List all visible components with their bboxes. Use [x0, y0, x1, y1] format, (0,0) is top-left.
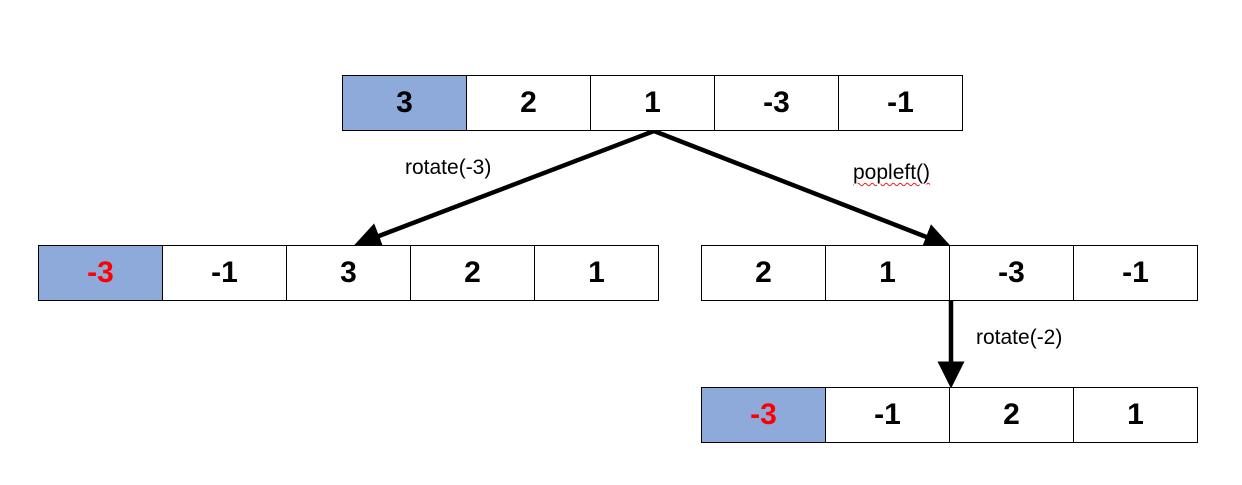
- arrow-rotate-3: [353, 128, 655, 249]
- label-rotate-3: rotate(-3): [405, 156, 492, 179]
- deque-cell: -3: [38, 245, 163, 301]
- deque-cell: 2: [410, 245, 535, 301]
- arrow-popleft: [653, 128, 952, 250]
- label-rotate-2: rotate(-2): [976, 326, 1063, 349]
- deque-cell: 1: [825, 245, 950, 301]
- deque-cell: 1: [1073, 387, 1198, 443]
- deque-cell: -1: [1073, 245, 1198, 301]
- deque-cell: -3: [949, 245, 1074, 301]
- label-popleft: popleft(): [853, 161, 931, 184]
- deque-cell: 3: [342, 75, 467, 131]
- deque-cell: 3: [286, 245, 411, 301]
- deque-cell: 1: [534, 245, 659, 301]
- deque-cell: 1: [590, 75, 715, 131]
- deque-cell: -1: [838, 75, 963, 131]
- deque-cell: 2: [701, 245, 826, 301]
- deque-cell: 2: [949, 387, 1074, 443]
- deque-cell: -3: [701, 387, 826, 443]
- deque-cell: -1: [825, 387, 950, 443]
- deque-cell: 2: [466, 75, 591, 131]
- deque-cell: -1: [162, 245, 287, 301]
- deque-cell: -3: [714, 75, 839, 131]
